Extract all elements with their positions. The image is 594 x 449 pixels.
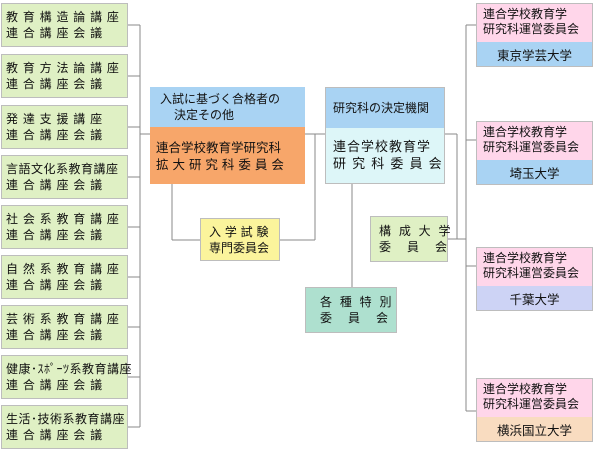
university-committee-line1: 連合学校教育学 xyxy=(483,7,568,21)
left-committee-1-line1: 教 育 構 造 論 講 座 xyxy=(6,10,120,24)
university-yokohama-national: 連合学校教育学 研究科運営委員会 横浜国立大学 xyxy=(476,378,593,442)
left-committee-2-line1: 教 育 方 法 論 講 座 xyxy=(6,61,120,75)
university-name: 千葉大学 xyxy=(509,291,560,307)
university-saitama: 連合学校教育学 研究科運営委員会 埼玉大学 xyxy=(476,121,593,185)
member-university-committee-line2: 委 員 会 xyxy=(379,240,450,254)
expanded-committee-name-line2: 拡 大 研 究 科 委 員 会 xyxy=(156,156,284,172)
left-committee-7-line2: 連 合 講 座 会 議 xyxy=(6,328,103,342)
left-committee-4-line2: 連 合 講 座 会 議 xyxy=(6,178,103,192)
expanded-committee-header-line2: 決定その他 xyxy=(174,108,235,122)
left-committee-3-line1: 発 達 支 援 講 座 xyxy=(6,112,103,126)
graduate-committee: 研究科の決定機関 連合学校教育学 研 究 科 委 員 会 xyxy=(325,87,445,184)
university-committee-line1: 連合学校教育学 xyxy=(483,251,568,265)
left-committee-7-line1: 芸 術 系 教 育 講 座 xyxy=(6,312,120,326)
left-committee-4: 言語文化系教育講座 連 合 講 座 会 議 xyxy=(1,155,128,199)
expanded-committee-header-line1: 入試に基づく合格者の xyxy=(160,92,281,106)
expanded-committee: 入試に基づく合格者の 決定その他 連合学校教育学研究科 拡 大 研 究 科 委 … xyxy=(150,87,305,184)
university-committee-line2: 研究科運営委員会 xyxy=(483,22,580,36)
exam-committee-line2: 専門委員会 xyxy=(209,240,270,255)
university-name: 横浜国立大学 xyxy=(496,422,572,438)
member-university-committee-line1: 構 成 大 学 xyxy=(379,224,453,238)
university-committee-label: 連合学校教育学 研究科運営委員会 xyxy=(477,248,592,286)
left-committee-9-line2: 連 合 講 座 会 議 xyxy=(6,428,103,442)
university-chiba: 連合学校教育学 研究科運営委員会 千葉大学 xyxy=(476,247,593,311)
university-committee-line1: 連合学校教育学 xyxy=(483,382,568,396)
left-committee-4-line1: 言語文化系教育講座 xyxy=(6,162,119,176)
exam-committee-line1: 入 学 試 験 xyxy=(209,224,269,239)
university-name: 東京学芸大学 xyxy=(496,47,572,63)
graduate-committee-name-line1: 連合学校教育学 xyxy=(333,139,432,155)
special-committee-line2: 委 員 会 xyxy=(320,311,391,325)
exam-committee: 入 学 試 験 専門委員会 xyxy=(200,218,280,261)
university-name-badge: 横浜国立大学 xyxy=(477,417,592,441)
university-name-badge: 東京学芸大学 xyxy=(477,42,592,66)
expanded-committee-body: 連合学校教育学研究科 拡 大 研 究 科 委 員 会 xyxy=(150,127,305,184)
graduate-committee-body: 連合学校教育学 研 究 科 委 員 会 xyxy=(326,128,444,183)
left-committee-3-line2: 連 合 講 座 会 議 xyxy=(6,128,103,142)
special-committee-line1: 各 種 特 別 xyxy=(320,295,394,309)
left-committee-1: 教 育 構 造 論 講 座 連 合 講 座 会 議 xyxy=(1,3,128,47)
left-committee-9: 生活･技術系教育講座 連 合 講 座 会 議 xyxy=(1,405,128,449)
graduate-committee-name-line2: 研 究 科 委 員 会 xyxy=(333,156,443,172)
university-committee-line2: 研究科運営委員会 xyxy=(483,397,580,411)
left-committee-7: 芸 術 系 教 育 講 座 連 合 講 座 会 議 xyxy=(1,305,128,349)
left-committee-5: 社 会 系 教 育 講 座 連 合 講 座 会 議 xyxy=(1,205,128,249)
left-committee-5-line2: 連 合 講 座 会 議 xyxy=(6,228,103,242)
university-name-badge: 埼玉大学 xyxy=(477,160,592,184)
left-committee-3: 発 達 支 援 講 座 連 合 講 座 会 議 xyxy=(1,105,128,149)
left-committee-6-line1: 自 然 系 教 育 講 座 xyxy=(6,262,120,276)
left-committee-1-line2: 連 合 講 座 会 議 xyxy=(6,26,103,40)
university-committee-line2: 研究科運営委員会 xyxy=(483,266,580,280)
university-committee-label: 連合学校教育学 研究科運営委員会 xyxy=(477,379,592,417)
university-name: 埼玉大学 xyxy=(509,165,560,181)
left-committee-9-line1: 生活･技術系教育講座 xyxy=(6,412,126,426)
left-committee-6-line2: 連 合 講 座 会 議 xyxy=(6,278,103,292)
university-name-badge: 千葉大学 xyxy=(477,286,592,310)
expanded-committee-name-line1: 連合学校教育学研究科 xyxy=(156,139,282,155)
graduate-committee-header-text: 研究科の決定機関 xyxy=(333,101,430,115)
special-committee: 各 種 特 別 委 員 会 xyxy=(305,287,397,333)
expanded-committee-header: 入試に基づく合格者の 決定その他 xyxy=(150,87,305,127)
graduate-committee-header: 研究科の決定機関 xyxy=(326,88,444,128)
university-committee-line1: 連合学校教育学 xyxy=(483,125,568,139)
left-committee-8-line1: 健康･ｽﾎﾟｰﾂ系教育講座 xyxy=(6,362,133,376)
university-committee-label: 連合学校教育学 研究科運営委員会 xyxy=(477,4,592,42)
left-committee-2-line2: 連 合 講 座 会 議 xyxy=(6,77,103,91)
university-committee-label: 連合学校教育学 研究科運営委員会 xyxy=(477,122,592,160)
university-tokyo-gakugei: 連合学校教育学 研究科運営委員会 東京学芸大学 xyxy=(476,3,593,67)
member-university-committee: 構 成 大 学 委 員 会 xyxy=(370,216,453,262)
left-committee-2: 教 育 方 法 論 講 座 連 合 講 座 会 議 xyxy=(1,54,128,98)
left-committee-8-line2: 連 合 講 座 会 議 xyxy=(6,378,103,392)
left-committee-6: 自 然 系 教 育 講 座 連 合 講 座 会 議 xyxy=(1,255,128,299)
left-committee-5-line1: 社 会 系 教 育 講 座 xyxy=(6,212,120,226)
university-committee-line2: 研究科運営委員会 xyxy=(483,140,580,154)
left-committee-8: 健康･ｽﾎﾟｰﾂ系教育講座 連 合 講 座 会 議 xyxy=(1,355,133,399)
